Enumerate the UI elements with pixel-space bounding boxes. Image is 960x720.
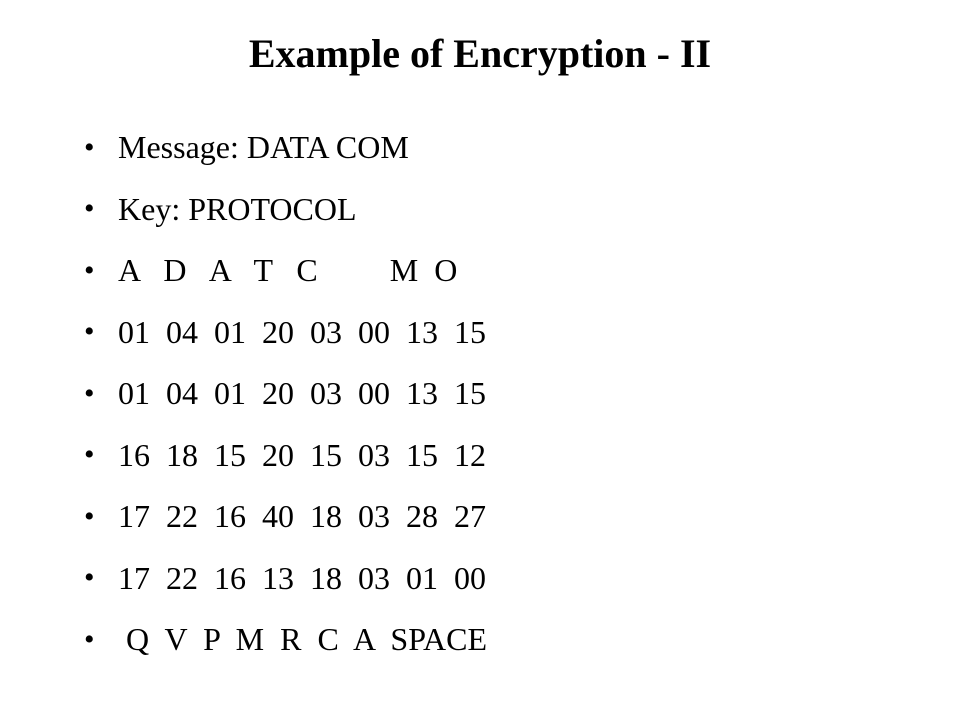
bullet-text: A D A T C M O	[118, 252, 458, 289]
bullet-icon: •	[84, 561, 95, 595]
bullet-text: 17 22 16 13 18 03 01 00	[118, 559, 486, 596]
bullet-icon: •	[84, 253, 95, 287]
bullet-item-row-3: • 16 18 15 20 15 03 15 12	[84, 425, 487, 487]
slide-title: Example of Encryption - II	[248, 31, 712, 76]
bullet-item-ciphertext: • Q V P M R C A SPACE	[84, 609, 487, 671]
bullet-icon: •	[84, 130, 95, 164]
bullet-text: Key: PROTOCOL	[118, 190, 357, 227]
bullet-item-message: • Message: DATA COM	[84, 117, 487, 179]
bullet-text: Q V P M R C A SPACE	[118, 621, 488, 658]
bullet-list: • Message: DATA COM • Key: PROTOCOL • A …	[84, 117, 487, 671]
bullet-icon: •	[84, 192, 95, 226]
bullet-item-letters: • A D A T C M O	[84, 240, 487, 302]
bullet-item-key: • Key: PROTOCOL	[84, 179, 487, 241]
bullet-text: 01 04 01 20 03 00 13 15	[118, 313, 486, 350]
bullet-icon: •	[84, 622, 95, 656]
bullet-icon: •	[84, 315, 95, 349]
bullet-text: 17 22 16 40 18 03 28 27	[118, 498, 486, 535]
bullet-item-row-1: • 01 04 01 20 03 00 13 15	[84, 302, 487, 364]
bullet-item-row-2: • 01 04 01 20 03 00 13 15	[84, 363, 487, 425]
bullet-icon: •	[84, 438, 95, 472]
bullet-icon: •	[84, 376, 95, 410]
bullet-text: Message: DATA COM	[118, 129, 409, 166]
bullet-text: 16 18 15 20 15 03 15 12	[118, 436, 486, 473]
bullet-item-row-5: • 17 22 16 13 18 03 01 00	[84, 548, 487, 610]
bullet-text: 01 04 01 20 03 00 13 15	[118, 375, 486, 412]
bullet-icon: •	[84, 499, 95, 533]
bullet-item-row-4: • 17 22 16 40 18 03 28 27	[84, 486, 487, 548]
